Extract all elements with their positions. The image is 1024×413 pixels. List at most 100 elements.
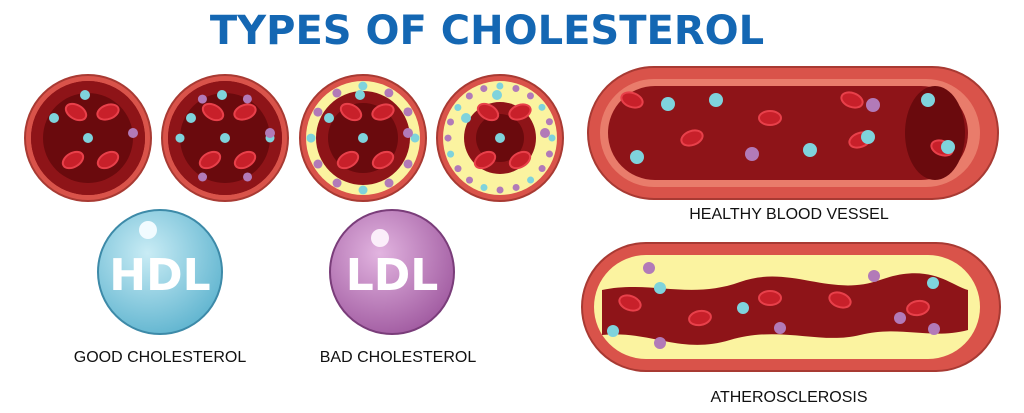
hdl-particle [454,104,462,112]
red-blood-cell-icon [758,290,782,306]
red-blood-cell-icon [198,150,222,170]
ldl-particle [745,147,759,161]
ldl-particle [313,107,323,117]
vessel-cross-section [161,74,289,202]
ldl-particle [403,159,413,169]
hdl-particle [461,113,471,123]
ldl-particle [540,128,550,138]
hdl-particle [941,140,955,154]
ldl-particle [197,94,207,104]
healthy-vessel-label: HEALTHY BLOOD VESSEL [689,206,889,223]
hdl-particle [447,150,455,158]
ldl-particle [465,92,473,100]
hdl-particle [527,176,535,184]
red-blood-cell-icon [371,150,395,170]
ldl-particle [465,176,473,184]
hdl-particle [358,133,368,143]
ldl-particle [447,118,455,126]
hdl-particle [661,97,675,111]
atherosclerosis-label: ATHEROSCLEROSIS [710,389,867,406]
hdl-particle [217,90,227,100]
ldl-particle [242,94,252,104]
ldl-particle [643,262,655,274]
hdl-particle [358,81,368,91]
hdl-particle [709,93,723,107]
red-blood-cell-icon [233,103,257,121]
red-blood-cell-icon [618,294,642,312]
healthy-blood-vessel [587,66,999,200]
ldl-particle [384,178,394,188]
ldl-particle [332,88,342,98]
ldl-particle [384,88,394,98]
red-blood-cell-icon [758,110,782,126]
hdl-particle [495,133,505,143]
red-blood-cell-icon [508,103,532,121]
hdl-particle [737,302,749,314]
ldl-particle [332,178,342,188]
red-blood-cell-icon [828,291,852,309]
ldl-particle [403,107,413,117]
ldl-particle [894,312,906,324]
ldl-particle-icon: LDL [329,209,455,335]
hdl-particle [220,133,230,143]
vessel-cross-section [436,74,564,202]
vessel-cross-sections [24,74,564,202]
ldl-particle [512,183,520,191]
hdl-particle [630,150,644,164]
hdl-particle [861,130,875,144]
hdl-particle [548,134,556,142]
ldl-particle [128,128,138,138]
red-blood-cell-icon [473,150,497,170]
ldl-particle [526,92,534,100]
hdl-particle [492,90,502,100]
ldl-particle [198,172,208,182]
hdl-particle [803,143,817,157]
ldl-particle [866,98,880,112]
red-blood-cell-icon [906,299,930,317]
hdl-particle [83,133,93,143]
ldl-particle [313,159,323,169]
hdl-particle [80,90,90,100]
red-blood-cell-icon [508,150,532,170]
bad-cholesterol-label: BAD CHOLESTEROL [320,349,477,366]
ldl-particle [545,118,553,126]
hdl-particle [654,282,666,294]
red-blood-cell-icon [371,103,395,121]
good-cholesterol-label: GOOD CHOLESTEROL [74,349,247,366]
red-blood-cell-icon [61,150,85,170]
hdl-text: HDL [109,250,210,301]
ldl-particle [403,128,413,138]
hdl-particle [175,133,185,143]
hdl-particle [927,277,939,289]
hdl-particle [186,113,196,123]
ldl-particle [480,85,488,93]
red-blood-cell-icon [840,91,864,109]
hdl-particle [607,325,619,337]
ldl-particle [868,270,880,282]
ldl-particle [545,150,553,158]
hdl-particle [480,183,488,191]
hdl-particle [410,133,420,143]
hdl-particle [355,90,365,100]
red-blood-cell-icon [339,102,363,122]
ldl-particle [444,134,452,142]
ldl-particle [928,323,940,335]
red-blood-cell-icon [336,150,360,170]
red-blood-cell-icon [201,102,225,122]
page-title: TYPES OF CHOLESTEROL [210,8,764,54]
ldl-particle [454,165,462,173]
ldl-particle [774,322,786,334]
ldl-particle [265,128,275,138]
hdl-particle [324,113,334,123]
red-blood-cell-icon [96,150,120,170]
hdl-particle [306,133,316,143]
ldl-particle [654,337,666,349]
red-blood-cell-icon [64,102,88,122]
red-blood-cell-icon [96,103,120,121]
ldl-particle [512,85,520,93]
hdl-particle [358,185,368,195]
vessel-cross-section [24,74,152,202]
atherosclerosis-vessel [581,242,1001,372]
red-blood-cell-icon [233,150,257,170]
